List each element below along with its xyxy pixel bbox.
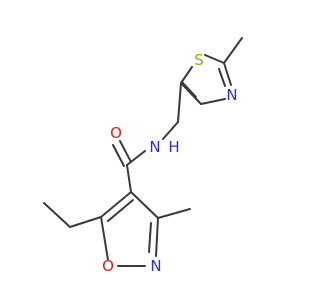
- bond-c4-c3: [130, 191, 159, 219]
- bond-carbonyl-o: [119, 140, 132, 163]
- bond-carbonyl-o-double: [112, 144, 125, 167]
- bond-c5-s1: [180, 66, 193, 84]
- bond-n3-c4: [200, 98, 226, 105]
- atom-label-carbonyl-o: O: [110, 124, 122, 142]
- bond-ch2-nh: [162, 121, 179, 140]
- bond-carbonyl-c4: [126, 164, 132, 193]
- bond-c5-c4-double: [107, 199, 134, 222]
- isoxazole-ring: [43, 191, 191, 267]
- bond-c2-methyl: [223, 37, 243, 64]
- atom-label-nh-h: H: [168, 138, 179, 156]
- bond-o1-c5: [100, 216, 109, 261]
- bond-c4-c5-double: [181, 81, 197, 98]
- bond-c5-c4: [100, 191, 132, 218]
- atom-label-nh-n: N: [149, 138, 160, 156]
- atom-label-ring-n: N: [150, 257, 161, 275]
- bond-c3-n2: [155, 217, 159, 257]
- bond-c3-methyl: [157, 208, 191, 219]
- amide-linker: [112, 82, 182, 193]
- atom-label-s1: S: [194, 51, 204, 69]
- molecule-structure: S N H N O O N: [43, 37, 243, 275]
- bond-c2-n3: [223, 62, 232, 86]
- bond-nh-carbonyl: [126, 150, 146, 166]
- atom-label-ring-o: O: [102, 257, 114, 275]
- bond-c3-n2-double: [148, 222, 152, 253]
- bond-c5-ethyl-ch2: [69, 216, 102, 228]
- atom-labels: S N H N O O N: [102, 51, 238, 275]
- bond-c2-n3-double: [218, 68, 226, 87]
- bond-c5-ch2: [177, 82, 182, 123]
- atom-label-n3: N: [226, 86, 237, 104]
- thiazole-ring: [180, 37, 243, 105]
- bond-s1-c2: [204, 54, 225, 64]
- bond-c4-c5: [180, 82, 202, 105]
- bond-ethyl-ch3: [43, 202, 71, 228]
